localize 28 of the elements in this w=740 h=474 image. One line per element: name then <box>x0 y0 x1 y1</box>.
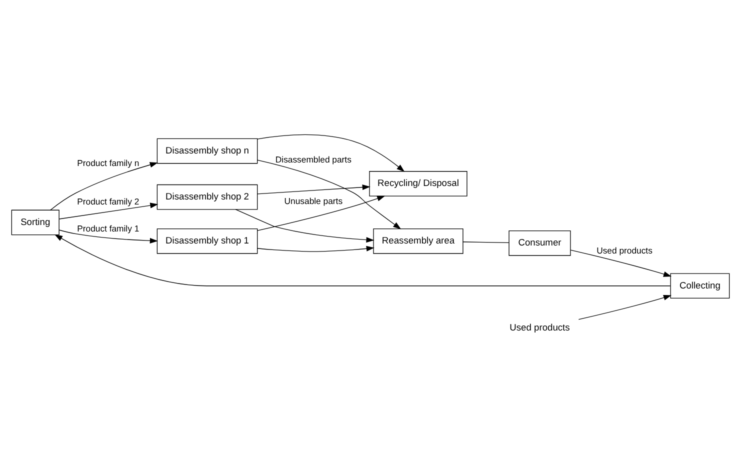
arrow <box>256 134 404 172</box>
arrow <box>54 234 670 286</box>
edge-label: Product family 1 <box>76 222 139 233</box>
edge-label: Used products <box>596 244 652 255</box>
node-text: Used products <box>509 322 570 332</box>
node-box: Disassembly shop n <box>156 138 258 164</box>
arrow <box>570 249 672 276</box>
arrow <box>578 294 672 320</box>
arrow <box>256 195 385 230</box>
edge-label: Disassembled parts <box>274 154 351 164</box>
arrow <box>50 162 158 210</box>
node-box: Reassembly area <box>372 228 463 254</box>
node-box: Disassembly shop 2 <box>156 184 258 210</box>
connector <box>462 241 509 242</box>
node-box: Consumer <box>508 230 570 256</box>
arrow <box>58 229 158 244</box>
arrow <box>256 159 401 229</box>
node-box: Recycling/ Disposal <box>368 170 467 196</box>
edge-label: Product family n <box>76 157 139 168</box>
node-box: Collecting <box>670 272 730 298</box>
node-box: Disassembly shop 1 <box>156 228 258 254</box>
arrow <box>256 184 370 194</box>
node-box: Sorting <box>10 209 59 235</box>
arrow <box>256 245 374 252</box>
arrow <box>234 208 374 242</box>
edge-label: Unusable parts <box>284 196 342 206</box>
arrow <box>58 202 158 219</box>
edge-label: Product family 2 <box>76 196 139 206</box>
